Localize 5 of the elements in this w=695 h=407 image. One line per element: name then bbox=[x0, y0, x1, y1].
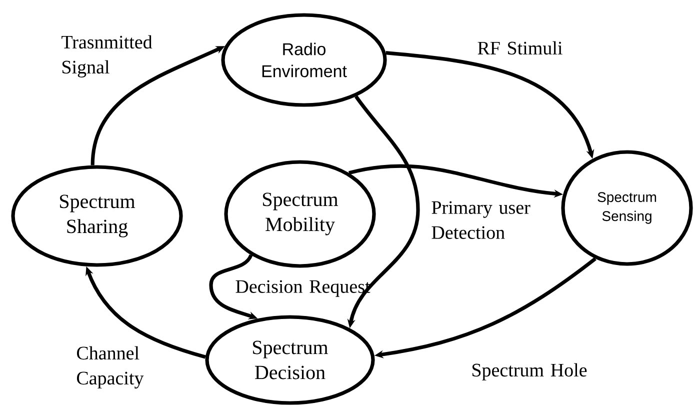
edge-label: Primary user Detection bbox=[432, 201, 530, 239]
edge-label: Spectrum Hole bbox=[472, 363, 587, 380]
edge-label: RF Stimuli bbox=[478, 41, 562, 55]
edge-label: Trasnmitted Signal bbox=[62, 35, 152, 78]
edge-label: Channel Capacity bbox=[76, 346, 144, 388]
